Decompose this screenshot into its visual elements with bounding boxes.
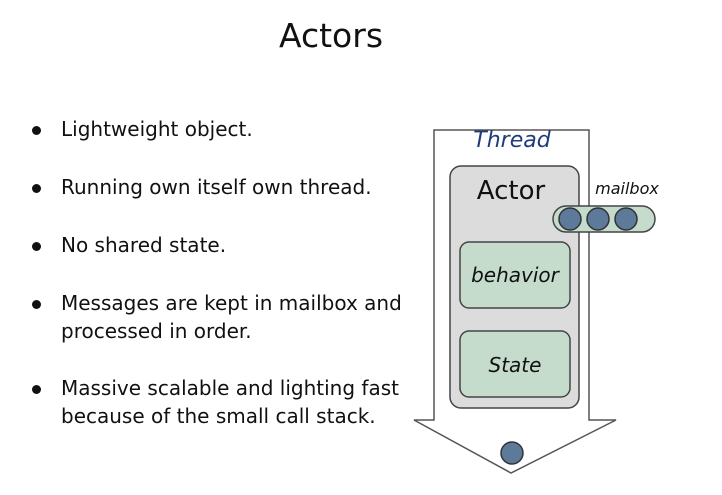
actor-label: Actor [477, 176, 546, 206]
behavior-box [459, 241, 571, 309]
outgoing-message [500, 441, 524, 465]
bullet-item: No shared state. [32, 231, 417, 259]
slide-title: Actors [278, 16, 384, 55]
bullet-list: Lightweight object. Running own itself o… [32, 115, 417, 460]
mailbox-label: mailbox [595, 179, 659, 198]
bullet-item: Messages are kept in mailbox and process… [32, 289, 417, 345]
bullet-item: Running own itself own thread. [32, 173, 417, 201]
thread-label: Thread [473, 128, 551, 153]
state-label: State [489, 353, 542, 377]
mailbox-message [558, 207, 582, 231]
mailbox-message [586, 207, 610, 231]
behavior-label: behavior [471, 263, 561, 287]
bullet-item: Lightweight object. [32, 115, 417, 143]
state-box [459, 330, 571, 398]
bullet-item: Massive scalable and lighting fast becau… [32, 374, 417, 430]
mailbox-message [614, 207, 638, 231]
